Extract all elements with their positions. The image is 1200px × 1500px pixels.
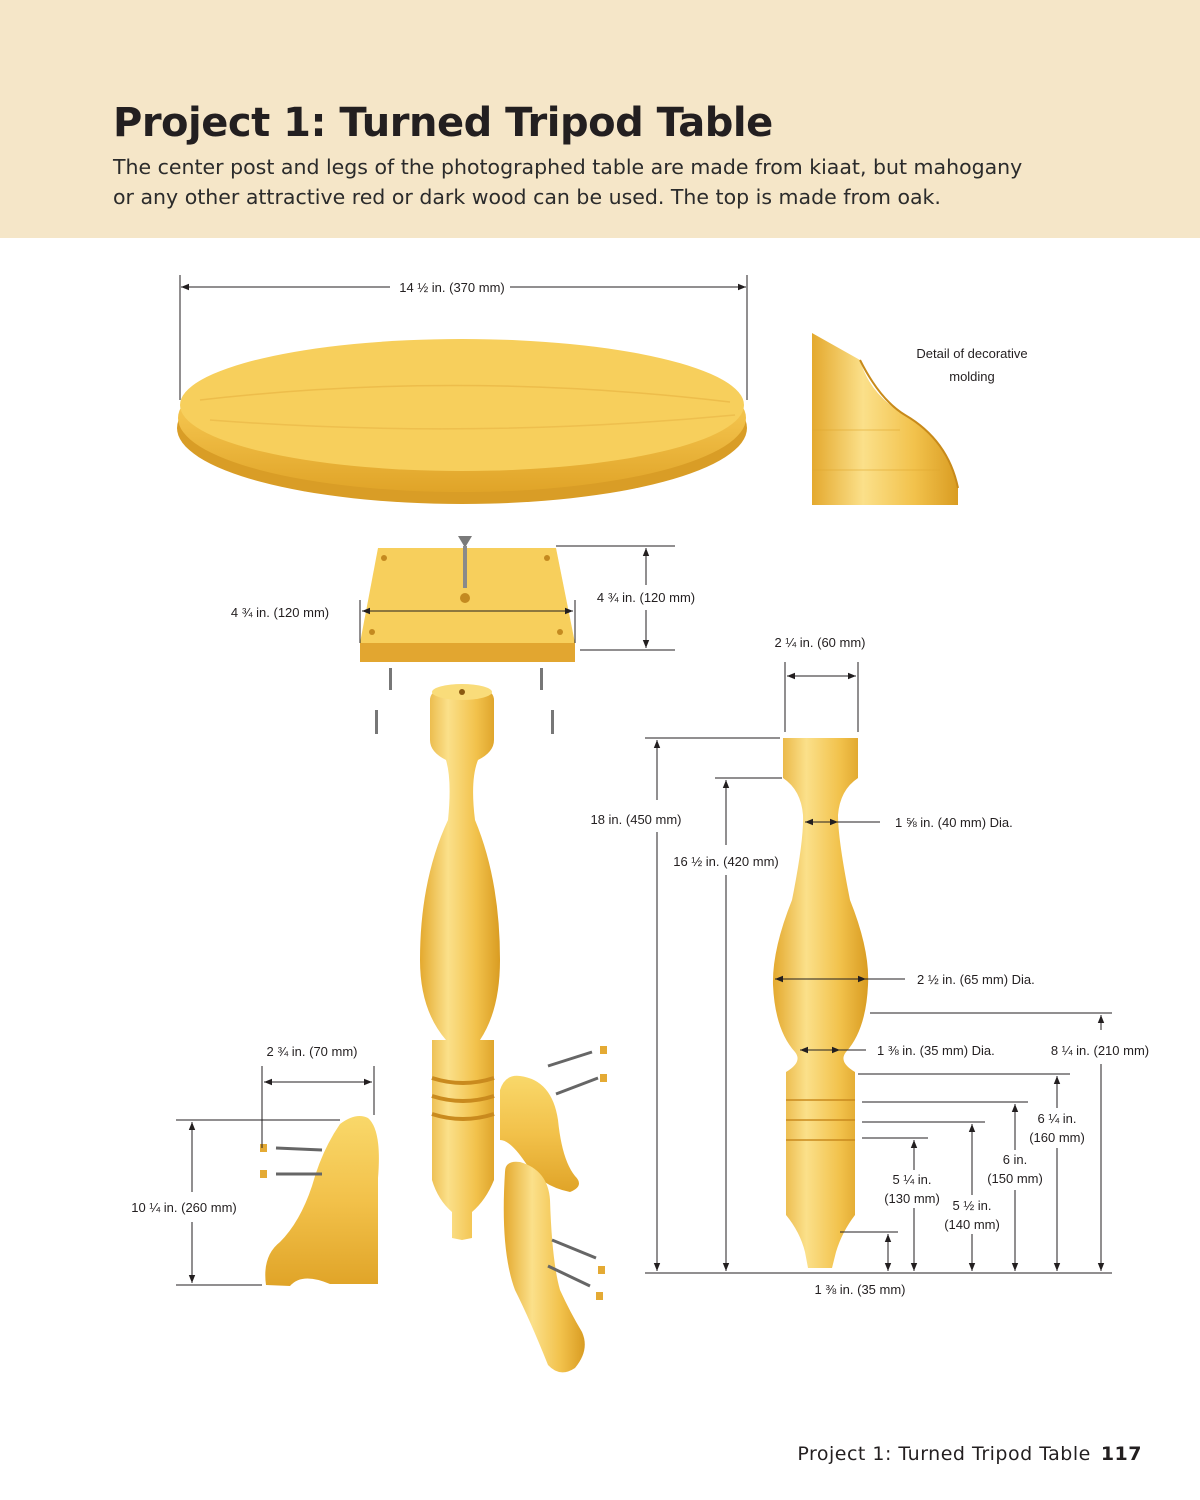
block-width-label: 4 ¾ in. (120 mm)	[231, 605, 329, 620]
tabletop	[177, 339, 747, 504]
page-number: 117	[1100, 1443, 1142, 1465]
height-825-label: 8 ¼ in. (210 mm)	[1051, 1043, 1149, 1058]
intro-line-1: The center post and legs of the photogra…	[113, 155, 1023, 179]
height-6-label-1: 6 in.	[1003, 1152, 1028, 1167]
dia-bulb-label: 2 ½ in. (65 mm) Dia.	[917, 972, 1035, 987]
center-post	[420, 684, 500, 1240]
intro-paragraph: The center post and legs of the photogra…	[113, 152, 1153, 212]
height-525-label-2: (130 mm)	[884, 1191, 940, 1206]
header-band	[0, 0, 1200, 238]
height-55-label-2: (140 mm)	[944, 1217, 1000, 1232]
page-title: Project 1: Turned Tripod Table	[113, 100, 773, 146]
leg-front	[503, 1161, 585, 1373]
page-footer: Project 1: Turned Tripod Table 117	[797, 1443, 1142, 1465]
dia-neck-label: 1 ⅜ in. (35 mm) Dia.	[877, 1043, 995, 1058]
height-55-label-1: 5 ½ in.	[952, 1198, 991, 1213]
post-top-width-label: 2 ¼ in. (60 mm)	[774, 635, 865, 650]
height-525-label-1: 5 ¼ in.	[892, 1172, 931, 1187]
height-625-label-2: (160 mm)	[1029, 1130, 1085, 1145]
molding-detail	[812, 333, 959, 505]
top-width-label: 14 ½ in. (370 mm)	[399, 280, 505, 295]
height-6-label-2: (150 mm)	[987, 1171, 1043, 1186]
block-depth-label: 4 ¾ in. (120 mm)	[597, 590, 695, 605]
leg-height-label: 10 ¼ in. (260 mm)	[131, 1200, 237, 1215]
block-screws	[375, 668, 554, 734]
running-title: Project 1: Turned Tripod Table	[797, 1443, 1091, 1465]
leg-right-upper	[500, 1075, 579, 1192]
molding-caption-2: molding	[949, 369, 995, 384]
molding-caption-1: Detail of decorative	[916, 346, 1027, 361]
mounting-block	[360, 548, 575, 662]
leg-screws	[260, 1046, 607, 1300]
shaft-height-label: 16 ½ in. (420 mm)	[673, 854, 779, 869]
dia-upper-label: 1 ⅝ in. (40 mm) Dia.	[895, 815, 1013, 830]
post-height-label: 18 in. (450 mm)	[590, 812, 681, 827]
leg-left	[265, 1116, 379, 1286]
post-dimensioned	[772, 738, 869, 1268]
post-bottom-label: 1 ⅜ in. (35 mm)	[814, 1282, 905, 1297]
height-625-label-1: 6 ¼ in.	[1037, 1111, 1076, 1126]
top-screw	[458, 536, 472, 588]
leg-width-label: 2 ¾ in. (70 mm)	[266, 1044, 357, 1059]
intro-line-2: or any other attractive red or dark wood…	[113, 185, 941, 209]
